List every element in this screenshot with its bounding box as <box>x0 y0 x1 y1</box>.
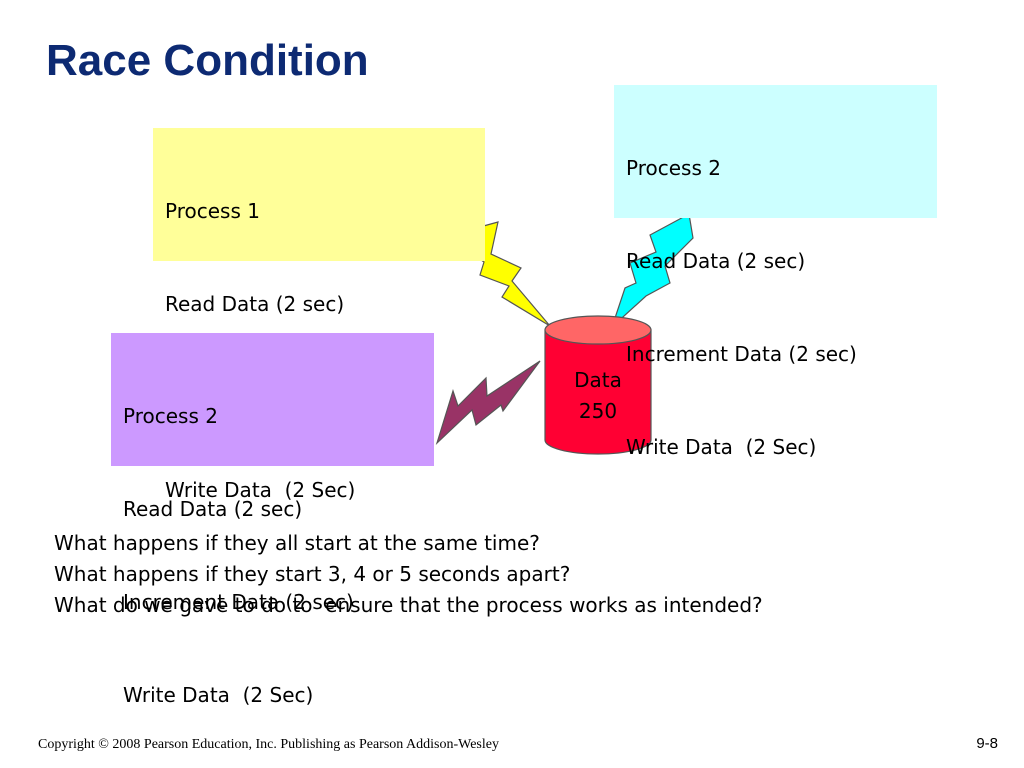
data-store-value: 250 <box>578 399 618 423</box>
process-2-box-bottom: Process 2 Read Data (2 sec) Increment Da… <box>111 333 434 707</box>
footer-copyright: Copyright © 2008 Pearson Education, Inc.… <box>38 737 499 752</box>
process-2-bottom-step-increment: Increment Data (2 sec) <box>123 590 354 614</box>
process-2-bottom-step-write: Write Data (2 Sec) <box>123 683 314 707</box>
page-number: 9-8 <box>976 735 998 752</box>
process-1-step-write: Write Data (2 Sec) <box>165 478 356 502</box>
process-1-box: Process 1 Read Data (2 sec) Increment Da… <box>153 128 485 502</box>
process-2-top-title: Process 2 <box>626 156 721 180</box>
question-item: What happens if they all start at the sa… <box>54 531 540 555</box>
data-store-label: Data 250 <box>545 365 651 427</box>
question-item: What do we gave to do to ensure that the… <box>54 593 763 617</box>
process-2-top-step-write: Write Data (2 Sec) <box>626 435 817 459</box>
process-1-step-read: Read Data (2 sec) <box>165 292 345 316</box>
process-2-bottom-title: Process 2 <box>123 404 218 428</box>
lightning-bolt-icon <box>435 360 541 445</box>
process-2-top-step-increment: Increment Data (2 sec) <box>626 342 857 366</box>
slide-title: Race Condition <box>46 36 369 85</box>
data-store-name: Data <box>574 368 622 392</box>
process-1-title: Process 1 <box>165 199 260 223</box>
question-item: What happens if they start 3, 4 or 5 sec… <box>54 562 571 586</box>
process-2-bottom-step-read: Read Data (2 sec) <box>123 497 303 521</box>
lightning-bolt-icon <box>610 213 694 329</box>
process-2-top-step-read: Read Data (2 sec) <box>626 249 806 273</box>
process-2-box-top: Process 2 Read Data (2 sec) Increment Da… <box>614 85 937 459</box>
database-cylinder-icon <box>544 315 652 455</box>
question-list: What happens if they all start at the sa… <box>54 528 763 621</box>
